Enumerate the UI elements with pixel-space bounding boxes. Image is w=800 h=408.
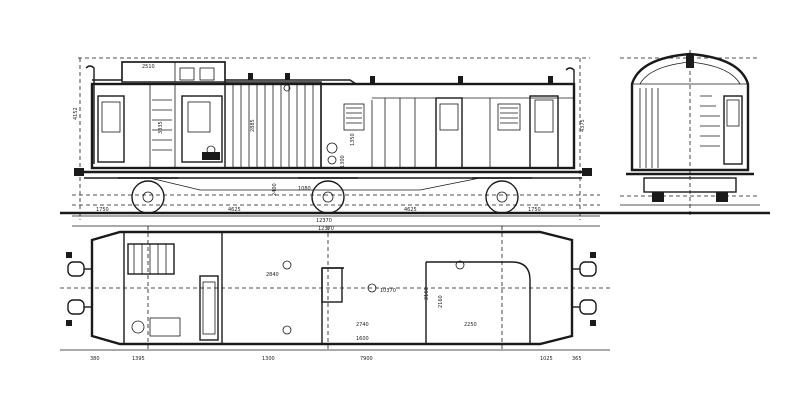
right-buffer — [582, 168, 592, 176]
dim-height-left: 4152 — [73, 107, 79, 120]
wheelset-left — [118, 177, 178, 214]
plan-right-buffers — [572, 252, 597, 326]
side-window — [343, 103, 365, 131]
lamp-fitting — [283, 84, 291, 92]
sliding-door — [435, 97, 463, 169]
plan-room-curve — [426, 261, 531, 344]
cupola-window — [179, 67, 195, 81]
left-buffer — [74, 168, 84, 176]
guard-door-window — [187, 101, 211, 133]
truss-rod — [149, 177, 481, 191]
plan-dim-total: 12370 — [318, 226, 334, 232]
plan-dim-2: 2250 — [464, 322, 477, 328]
door-window — [101, 101, 121, 133]
brake-wheel — [326, 142, 338, 154]
plan-seat — [199, 275, 219, 341]
plan-dim-bottom-right: 1025 — [540, 356, 553, 362]
floor-plan: 12370 10370 2840 2250 2160 2740 7900 139… — [60, 225, 610, 362]
dim-panel: 1350 — [350, 133, 356, 146]
plan-lamp — [282, 260, 292, 270]
dim-axle-1: 4625 — [228, 207, 241, 213]
end-wheel-left — [652, 192, 664, 202]
end-roof-vent — [686, 54, 694, 68]
car-body — [90, 82, 576, 170]
seat — [202, 152, 220, 160]
dim-axle-2: 4625 — [404, 207, 417, 213]
side-elevation: 4152 4375 1750 4625 4625 1750 12370 2885… — [60, 57, 610, 224]
dim-total-length: 12370 — [316, 218, 332, 224]
vertical-slats — [232, 84, 314, 168]
dim-door: 2400 — [272, 183, 278, 196]
door-window — [534, 99, 554, 133]
end-body-outline — [630, 52, 750, 172]
plan-dim-right-end: 365 — [572, 356, 582, 362]
wheelset-right — [472, 177, 532, 214]
wheelset-middle — [298, 177, 358, 214]
dim-compartment-2: 3335 — [158, 121, 164, 134]
plan-lamp — [282, 325, 292, 335]
right-end-handrail — [565, 67, 575, 164]
roof-vent — [370, 76, 375, 84]
dim-top: 2510 — [142, 64, 155, 70]
plan-dim-mid-1: 1600 — [356, 336, 369, 342]
end-bogie — [643, 177, 737, 193]
plan-dim-bottom-mid: 1300 — [262, 356, 275, 362]
dim-window: 1080 — [298, 186, 311, 192]
roof-vent — [548, 76, 553, 84]
plan-dim-bottom-total: 7900 — [360, 356, 373, 362]
plan-dim-left-end: 380 — [90, 356, 100, 362]
wheel — [311, 180, 345, 214]
wheel-hub — [322, 191, 334, 203]
window-bars — [346, 107, 362, 124]
plan-dim-mid-2: 2160 — [424, 287, 430, 300]
plan-dim-1: 2840 — [266, 272, 279, 278]
left-end-handrail — [85, 65, 95, 164]
roof-vent — [458, 76, 463, 84]
end-elevation — [610, 50, 770, 215]
right-end-door — [529, 95, 559, 169]
end-door — [723, 95, 743, 165]
dim-compartment: 2885 — [250, 119, 256, 132]
plan-dim-inner: 10370 — [380, 288, 396, 294]
end-ladder — [700, 95, 720, 147]
roof-outline — [92, 61, 575, 90]
dim-left-overhang: 1750 — [96, 207, 109, 213]
dim-partition: 1300 — [340, 155, 346, 168]
wheel-hub — [496, 191, 508, 203]
window-bars — [500, 107, 518, 124]
roof-vent — [248, 73, 253, 80]
dim-height-right: 4375 — [580, 119, 586, 132]
door-window — [439, 103, 459, 131]
left-end-door — [97, 95, 125, 163]
plan-cabinet — [321, 267, 343, 303]
interior-stairs — [152, 99, 172, 151]
cupola-window — [199, 67, 215, 81]
lookout-cupola — [121, 61, 226, 83]
plan-stairs — [127, 243, 175, 275]
end-wheel-right — [716, 192, 728, 202]
dim-right-overhang: 1750 — [528, 207, 541, 213]
plan-outline — [90, 230, 574, 346]
wheel — [131, 180, 165, 214]
plan-dim-3: 2160 — [438, 295, 444, 308]
guard-door — [181, 95, 223, 163]
plan-lamp — [367, 283, 377, 293]
plan-seat-inner — [202, 281, 216, 335]
plan-steps — [133, 244, 167, 274]
plan-desk — [149, 317, 181, 337]
wheel-hub — [142, 191, 154, 203]
end-door-window — [726, 99, 740, 127]
side-window — [497, 103, 521, 131]
brake-wheel — [327, 155, 337, 165]
plan-stove — [131, 320, 145, 334]
plan-dim-4: 2740 — [356, 322, 369, 328]
plan-dim-bottom-left: 1395 — [132, 356, 145, 362]
roof-vent — [285, 73, 290, 80]
plan-left-buffers — [66, 252, 92, 326]
end-slats — [639, 88, 659, 168]
wheel — [485, 180, 519, 214]
plan-lamp — [455, 260, 465, 270]
